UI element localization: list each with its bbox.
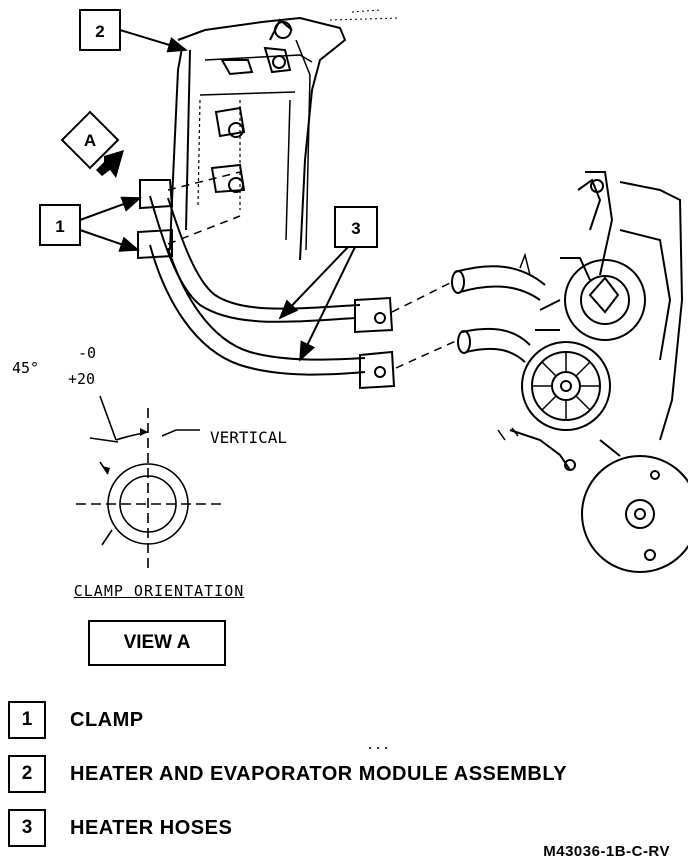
view-a-label: VIEW A bbox=[88, 620, 226, 666]
clamp-orientation-title: CLAMP ORIENTATION bbox=[73, 582, 245, 600]
callout-2: 2 bbox=[79, 9, 188, 53]
svg-text:2: 2 bbox=[95, 22, 104, 41]
vertical-label: VERTICAL bbox=[210, 428, 287, 447]
svg-text:3: 3 bbox=[351, 219, 360, 238]
legend-item-clamp: 1 CLAMP bbox=[8, 700, 144, 740]
angle-label: 45° bbox=[12, 359, 39, 377]
alignment-dashes bbox=[167, 171, 459, 369]
legend-label: HEATER AND EVAPORATOR MODULE ASSEMBLY bbox=[70, 762, 568, 785]
reference-code: M43036-1B-C-RV bbox=[543, 843, 670, 860]
legend-label: CLAMP bbox=[70, 708, 144, 731]
legend-number: 1 bbox=[8, 701, 46, 739]
callout-1: 1 bbox=[39, 196, 142, 252]
clamp-detail: 45° -0 +20 VERTICAL bbox=[12, 344, 287, 572]
svg-text:A: A bbox=[84, 131, 96, 150]
scan-specks bbox=[369, 747, 387, 749]
engine-assembly bbox=[451, 171, 688, 573]
heater-hoses bbox=[137, 179, 396, 390]
tolerance-minus: -0 bbox=[78, 344, 96, 362]
legend-label: HEATER HOSES bbox=[70, 816, 233, 839]
legend-number: 2 bbox=[8, 755, 46, 793]
module-housing bbox=[169, 9, 401, 261]
legend-item-hoses: 3 HEATER HOSES bbox=[8, 808, 232, 848]
legend-number: 3 bbox=[8, 809, 46, 847]
callout-3: 3 bbox=[278, 206, 378, 362]
legend-item-module: 2 HEATER AND EVAPORATOR MODULE ASSEMBLY bbox=[8, 754, 567, 794]
svg-text:1: 1 bbox=[55, 217, 64, 236]
pulley-ribs bbox=[532, 352, 600, 420]
tolerance-plus: +20 bbox=[68, 370, 95, 388]
view-a-marker: A bbox=[60, 110, 124, 178]
